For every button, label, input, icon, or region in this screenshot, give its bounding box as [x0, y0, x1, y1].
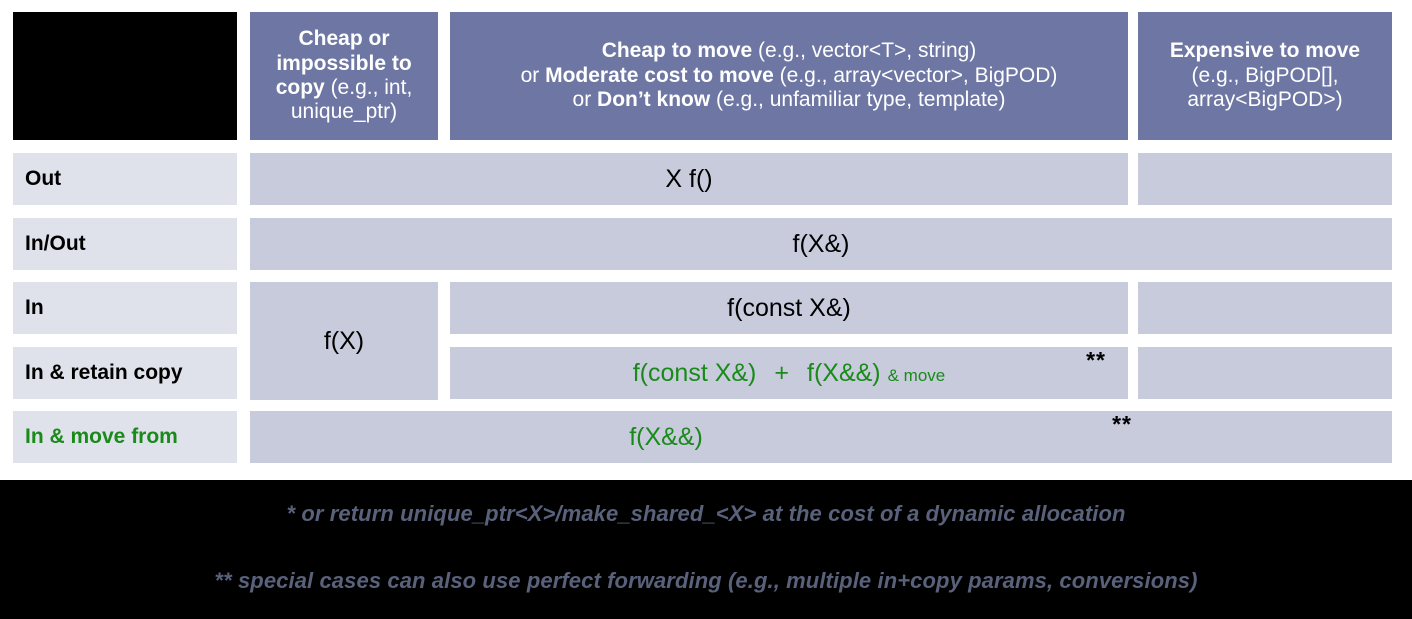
- cell-fx-text: f(X): [323, 326, 365, 355]
- hdr-line-2: impossible to: [276, 51, 412, 75]
- column-header-cheap-copy: Cheap or impossible to copy (e.g., int, …: [250, 12, 438, 140]
- cell-in-out-text: f(X&): [792, 229, 850, 258]
- cell-in-retain-copy-expensive: [1138, 347, 1392, 399]
- hdr2-line-2-prefix: or: [520, 63, 546, 87]
- column-header-expensive-move: Expensive to move (e.g., BigPOD[], array…: [1138, 12, 1392, 140]
- hdr2-line-3-prefix: or: [572, 88, 598, 112]
- hdr3-line-1: Expensive to move: [1169, 39, 1361, 63]
- cell-retain-move-note: & move: [887, 365, 946, 385]
- cell-in-const-ref-text: f(const X&): [727, 293, 851, 322]
- cell-out-expensive: [1138, 153, 1392, 205]
- hdr3-line-2: (e.g., BigPOD[],: [1191, 63, 1339, 87]
- cell-in-cheap-copy-spanning: f(X): [250, 282, 438, 400]
- cell-in-cheap-move: f(const X&): [450, 282, 1128, 334]
- cell-move-from-text: f(X&&): [629, 422, 703, 451]
- hdr2-line-3-rest: (e.g., unfamiliar type, template): [710, 88, 1006, 112]
- cell-in-move-from-merged: f(X&&) **: [250, 411, 1392, 463]
- cell-retain-plus-text: +: [774, 358, 789, 387]
- cell-in-retain-copy-cheap-move: f(const X&) + f(X&&) & move **: [450, 347, 1128, 399]
- row-label-in-retain-copy-text: In & retain copy: [25, 360, 183, 384]
- row-label-in-out: In/Out: [13, 218, 237, 270]
- row-label-in-out-text: In/Out: [25, 231, 86, 255]
- hdr3-line-3: array<BigPOD>): [1187, 88, 1343, 112]
- cell-retain-const-ref-text: f(const X&): [632, 358, 757, 387]
- row-label-in-move-from-text: In & move from: [25, 424, 178, 448]
- hdr2-line-1-bold: Cheap to move: [601, 39, 753, 63]
- hdr-line-3-bold: copy: [275, 76, 325, 99]
- hdr-line-3-rest: (e.g., int,: [324, 76, 413, 99]
- row-label-out-text: Out: [25, 166, 62, 190]
- cell-in-expensive: [1138, 282, 1392, 334]
- table-corner-black-box: [13, 12, 237, 140]
- hdr2-line-3-bold: Don’t know: [597, 88, 711, 112]
- row-label-in: In: [13, 282, 237, 334]
- hdr2-line-2-rest: (e.g., array<vector>, BigPOD): [773, 63, 1058, 87]
- hdr2-line-2-bold: Moderate cost to move: [545, 63, 774, 87]
- cell-out-merged: X f(): [250, 153, 1128, 205]
- hdr-line-4: unique_ptr): [290, 100, 398, 124]
- footnote-band: [0, 480, 1412, 619]
- row-label-in-retain-copy: In & retain copy: [13, 347, 237, 399]
- column-header-cheap-move: Cheap to move (e.g., vector<T>, string) …: [450, 12, 1128, 140]
- footnote-marker-move-from: **: [1112, 411, 1132, 437]
- cell-in-out-merged: f(X&): [250, 218, 1392, 270]
- footnote-single-star: * or return unique_ptr<X>/make_shared_<X…: [286, 501, 1126, 526]
- row-label-out: Out: [13, 153, 237, 205]
- row-label-in-move-from: In & move from: [13, 411, 237, 463]
- hdr2-line-1-rest: (e.g., vector<T>, string): [752, 39, 977, 63]
- cell-out-text: X f(): [665, 164, 713, 193]
- hdr-line-1: Cheap or: [298, 27, 390, 51]
- row-label-in-text: In: [25, 295, 44, 319]
- footnote-double-star: ** special cases can also use perfect fo…: [214, 568, 1198, 593]
- cell-retain-rvalue-text: f(X&&): [807, 358, 881, 387]
- footnote-marker-retain-copy: **: [1086, 347, 1106, 373]
